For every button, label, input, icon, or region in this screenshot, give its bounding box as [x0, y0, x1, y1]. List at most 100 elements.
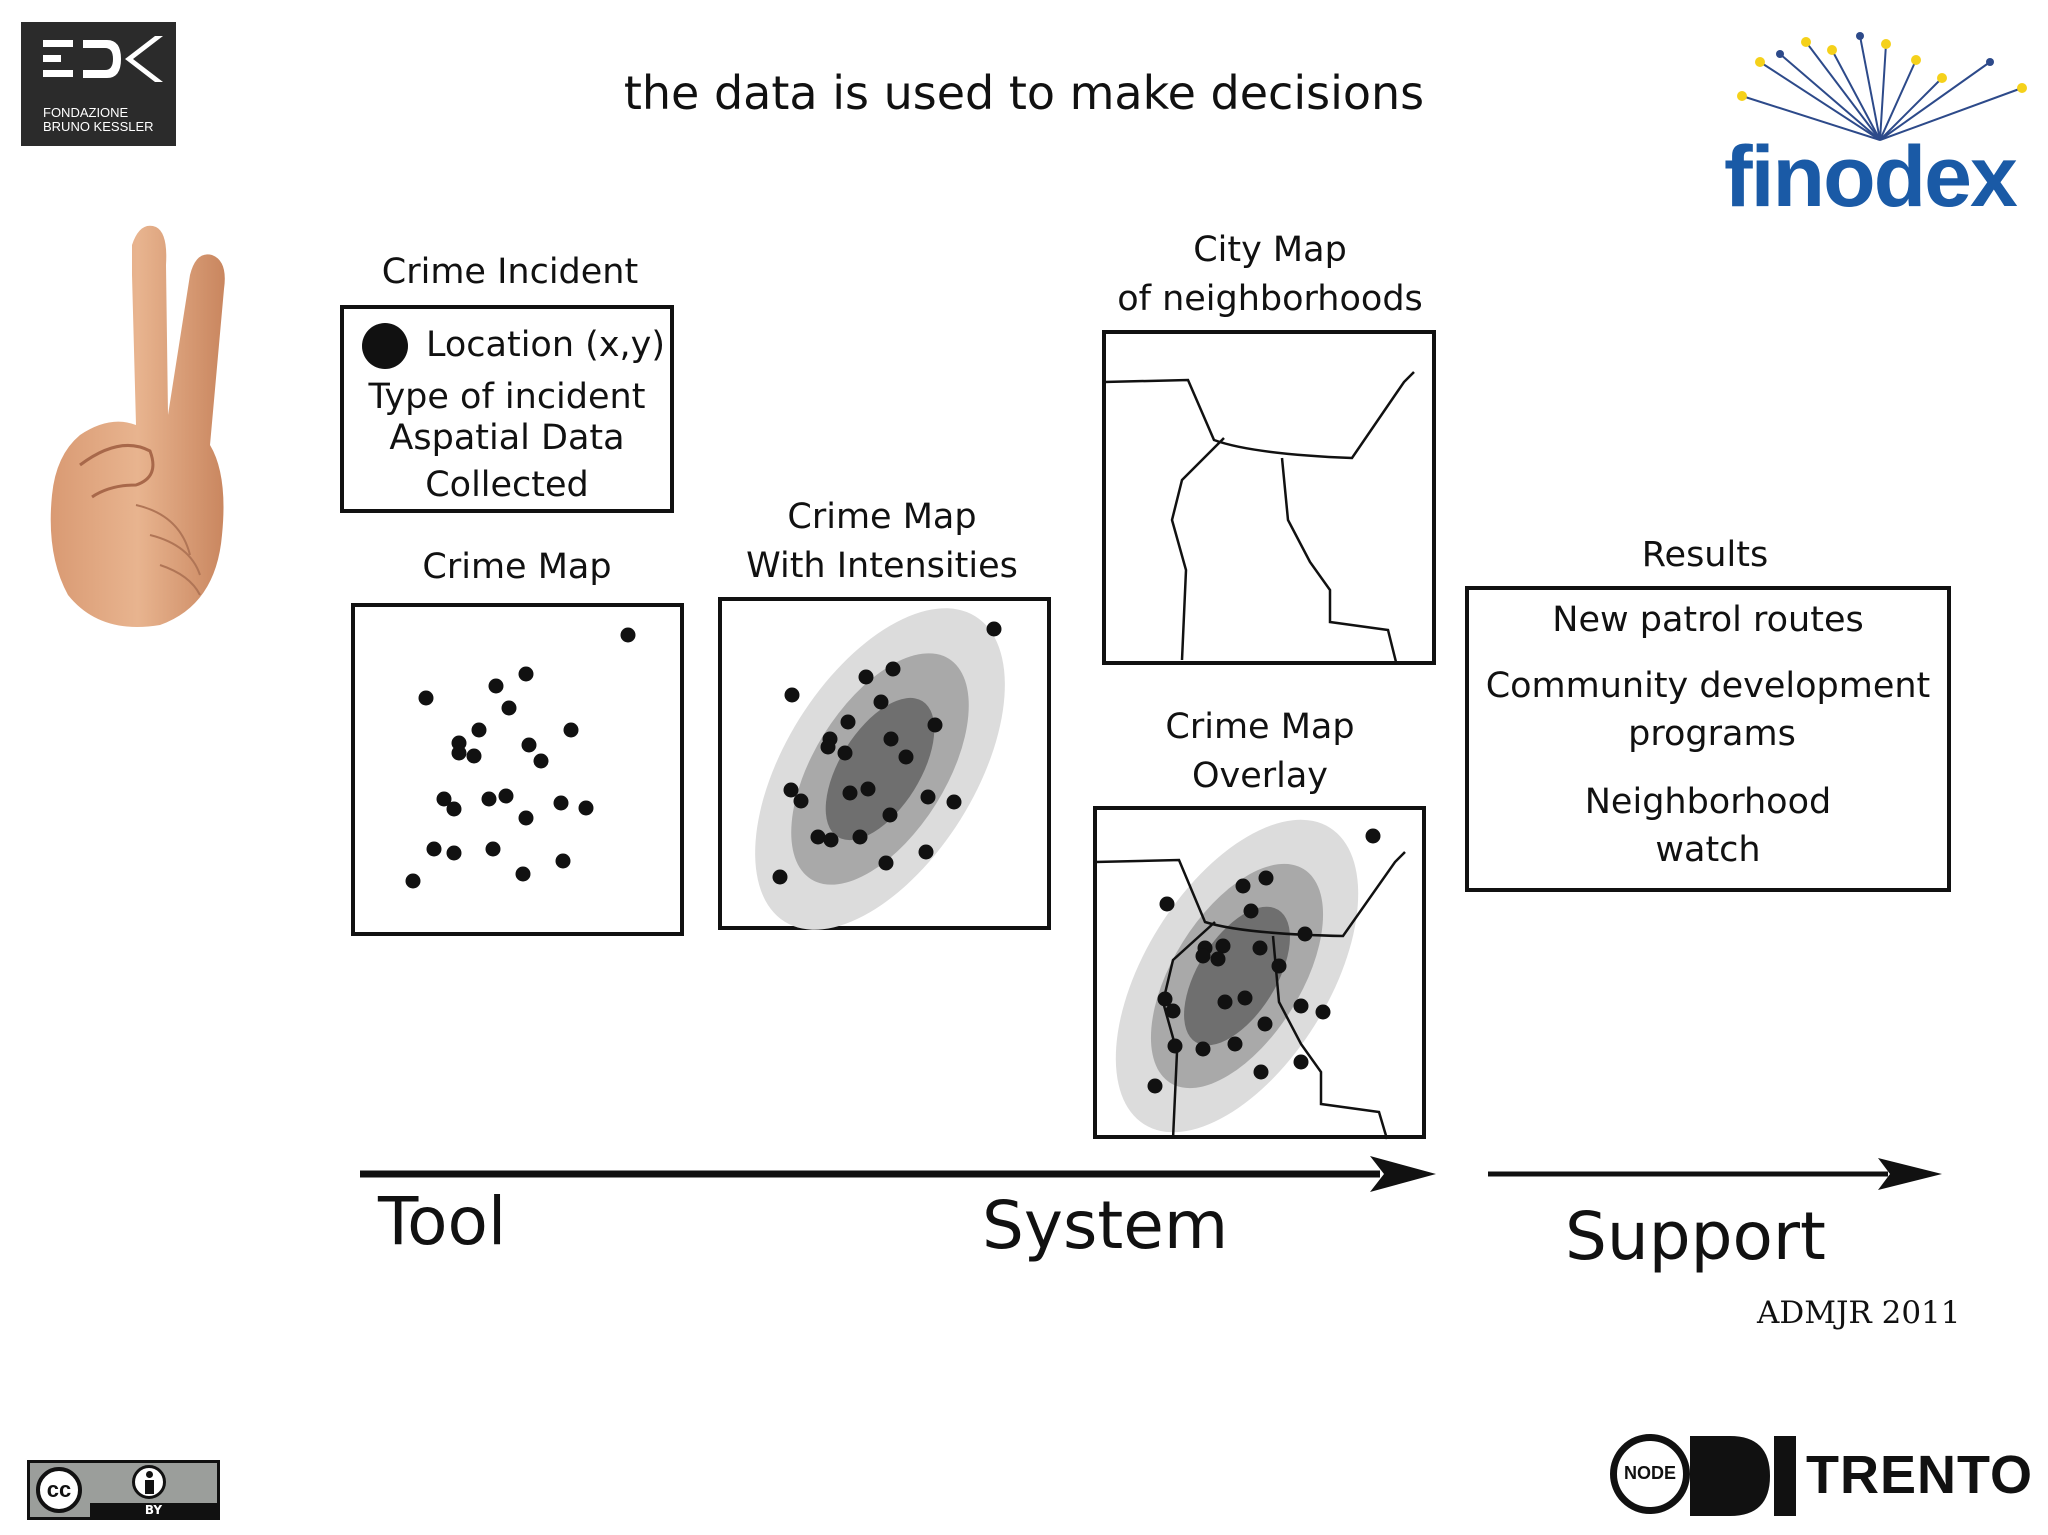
crime-map-point	[515, 866, 531, 882]
crime-map-point	[521, 737, 537, 753]
overlay-point	[1257, 1016, 1273, 1032]
victory-hand-icon	[50, 225, 225, 628]
node-circle-icon: NODE	[1610, 1434, 1690, 1514]
result-watch: watch	[1655, 830, 1761, 870]
intensity-point	[882, 807, 898, 823]
crime-map-point	[518, 666, 534, 682]
support-arrow	[1488, 1158, 1942, 1190]
crime-map-point	[418, 690, 434, 706]
crime-incident-line-location: Location (x,y)	[426, 325, 666, 365]
overlay-point	[1215, 938, 1231, 954]
crime-incident-line-type: Type of incident	[368, 377, 646, 417]
intensity-point	[837, 745, 853, 761]
intensity-point	[793, 793, 809, 809]
finodex-logo: finodex	[1720, 20, 2040, 225]
cc-by-license-badge: cc BY	[27, 1460, 220, 1520]
crime-map-point	[481, 791, 497, 807]
overlay-point	[1165, 1003, 1181, 1019]
intensity-point	[920, 789, 936, 805]
results-title: Results	[1641, 535, 1769, 575]
crime-map-point	[446, 801, 462, 817]
fbk-logo: FONDAZIONE BRUNO KESSLER	[21, 22, 176, 146]
overlay-point	[1293, 1054, 1309, 1070]
overlay-point	[1297, 926, 1313, 942]
intensities-title-line-2: With Intensities	[746, 546, 1018, 586]
city-map-title-line-1: City Map	[1193, 230, 1347, 270]
crime-map-point	[501, 700, 517, 716]
fbk-text-line-1: FONDAZIONE	[43, 105, 129, 120]
diagram-credit: ADMJR 2011	[1757, 1295, 1961, 1331]
overlay-point	[1217, 994, 1233, 1010]
stage-support: Support	[1565, 1198, 1826, 1275]
crime-map-point	[488, 678, 504, 694]
overlay-point	[1253, 1064, 1269, 1080]
overlay-point	[1147, 1078, 1163, 1094]
overlay-point	[1315, 1004, 1331, 1020]
overlay-inner-ellipse	[1184, 906, 1290, 1046]
neighborhood-boundaries	[1103, 371, 1415, 663]
result-new-patrol-routes: New patrol routes	[1552, 600, 1864, 640]
crime-map-point	[451, 745, 467, 761]
overlay-point	[1365, 828, 1381, 844]
crime-incident-box: Location (x,y) Type of incident Aspatial…	[340, 305, 674, 513]
intensity-point	[772, 869, 788, 885]
overlay-point	[1271, 958, 1287, 974]
crime-map-point	[485, 841, 501, 857]
intensities-title-line-1: Crime Map	[787, 497, 977, 537]
stage-tool: Tool	[378, 1183, 507, 1260]
intensity-point	[820, 739, 836, 755]
intensity-point	[840, 714, 856, 730]
crime-map-point	[498, 788, 514, 804]
overlay-point	[1195, 948, 1211, 964]
intensity-point	[860, 781, 876, 797]
intensity-point	[783, 782, 799, 798]
crime-map-point	[405, 873, 421, 889]
intensity-point	[784, 687, 800, 703]
slide-title: the data is used to make decisions	[623, 66, 1425, 120]
overlay-point	[1293, 998, 1309, 1014]
overlay-point	[1227, 1036, 1243, 1052]
fbk-mark-icon	[43, 36, 163, 82]
results-box: New patrol routes Community development …	[1465, 586, 1951, 892]
cc-badge-text: cc	[46, 1477, 72, 1502]
crime-map-point	[471, 722, 487, 738]
city-map-box	[1102, 330, 1436, 665]
intensity-point	[927, 717, 943, 733]
intensity-point	[946, 794, 962, 810]
crime-map-point	[553, 795, 569, 811]
crime-map-point	[466, 748, 482, 764]
overlay-point	[1157, 991, 1173, 1007]
crime-map-point	[518, 810, 534, 826]
crime-map-overlay-plot	[1094, 819, 1406, 1140]
intensity-point	[852, 829, 868, 845]
node-badge-text: NODE	[1623, 1463, 1676, 1483]
overlay-point	[1235, 878, 1251, 894]
location-dot-icon	[362, 323, 408, 369]
crime-map-point	[578, 800, 594, 816]
intensity-point	[885, 661, 901, 677]
finodex-wordmark: finodex	[1724, 129, 2018, 225]
crime-map-point	[620, 627, 636, 643]
crime-map-title: Crime Map	[422, 547, 612, 587]
stage-system: System	[982, 1187, 1229, 1264]
result-community-development: Community development	[1485, 666, 1931, 706]
cc-by-strip: BY	[90, 1503, 217, 1517]
intensity-point	[823, 832, 839, 848]
city-map-title-line-2: of neighborhoods	[1117, 279, 1423, 319]
intensity-inner-ellipse	[825, 697, 935, 841]
intensity-point	[842, 785, 858, 801]
fbk-text-line-2: BRUNO KESSLER	[43, 119, 154, 134]
crime-map-points	[405, 627, 636, 889]
overlay-point	[1243, 903, 1259, 919]
crime-map-point	[446, 845, 462, 861]
crime-incident-line-aspatial: Aspatial Data	[389, 418, 625, 458]
finodex-rays-icon	[1737, 32, 2027, 141]
odi-trento-logo: NODE TRENTO	[1606, 1430, 2036, 1522]
crime-map-point	[533, 753, 549, 769]
crime-map-point	[563, 722, 579, 738]
intensity-point	[858, 669, 874, 685]
cc-icon: cc	[36, 1467, 82, 1513]
intensity-point	[878, 855, 894, 871]
cc-by-label: BY	[144, 1503, 163, 1517]
overlay-title-line-2: Overlay	[1191, 756, 1329, 796]
